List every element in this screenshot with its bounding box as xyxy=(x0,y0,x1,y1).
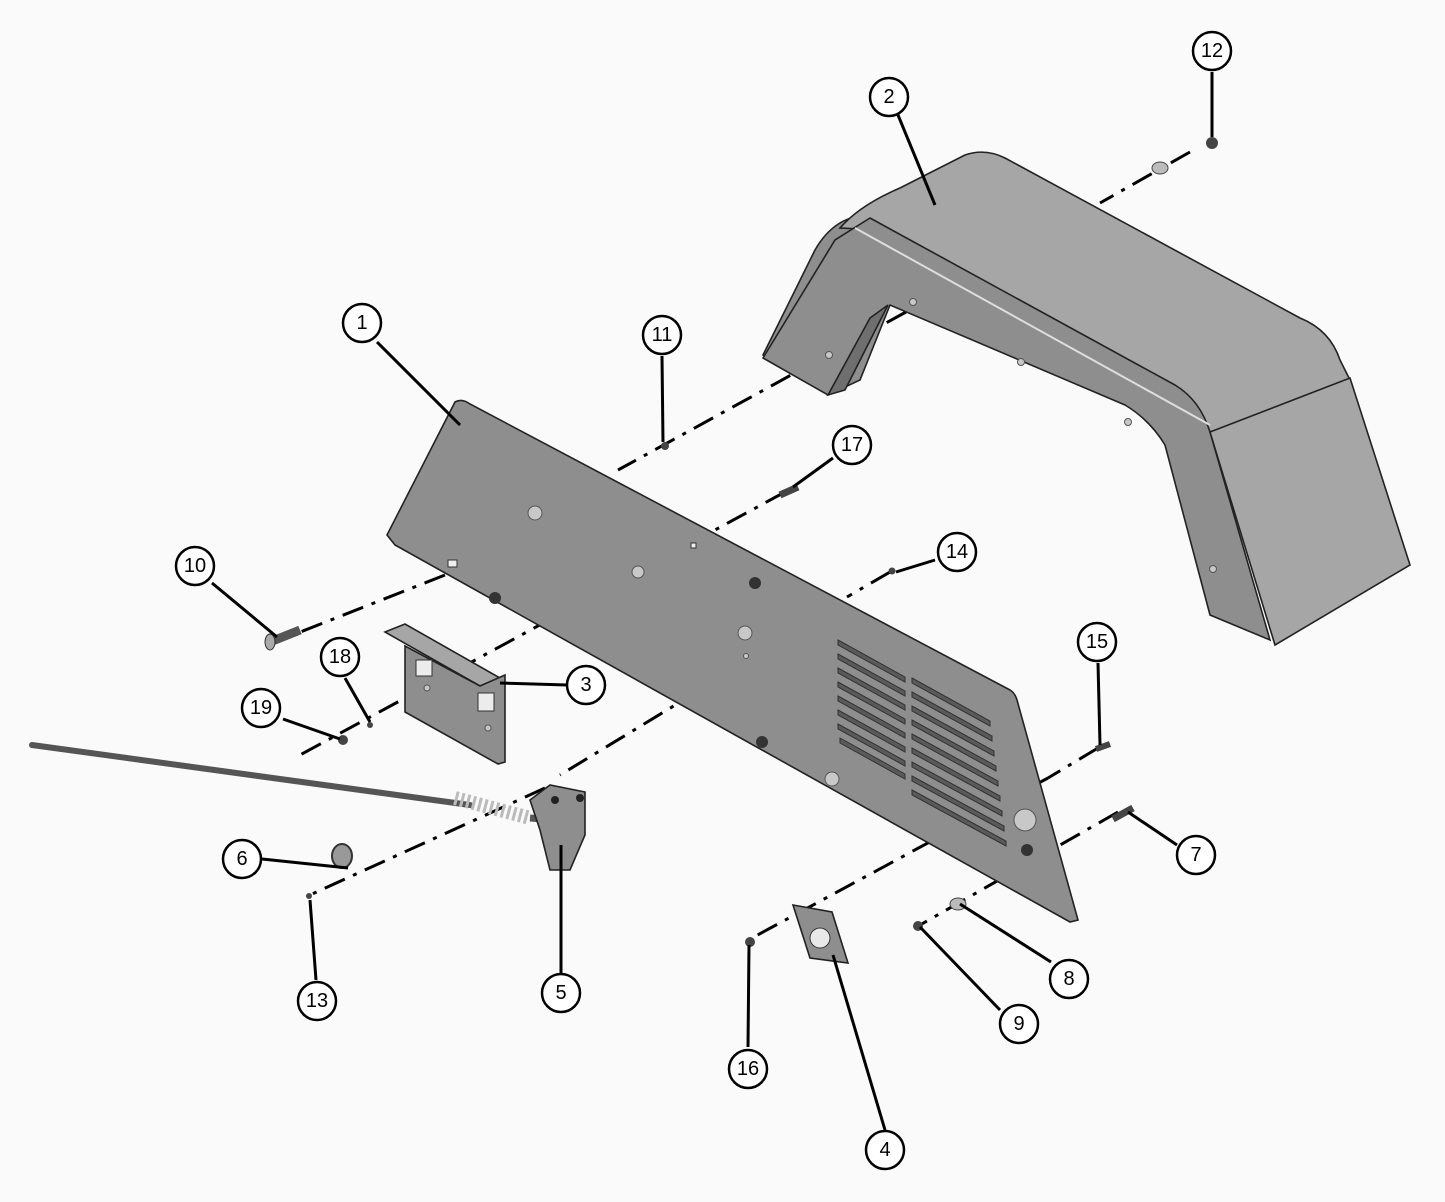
callout-10-label: 10 xyxy=(184,555,206,577)
callout-14: 14 xyxy=(936,531,978,573)
callout-8-label: 8 xyxy=(1063,968,1074,990)
callout-4-label: 4 xyxy=(879,1139,890,1161)
callout-6: 6 xyxy=(221,838,263,880)
arm-part xyxy=(529,784,586,871)
callout-18: 18 xyxy=(319,636,361,678)
callout-19: 19 xyxy=(240,687,282,729)
callout-5-label: 5 xyxy=(555,982,566,1004)
leader-lines xyxy=(211,72,1214,1131)
callout-9: 9 xyxy=(998,1003,1040,1045)
small-plate-part xyxy=(791,903,850,964)
callout-6-label: 6 xyxy=(236,848,247,870)
callout-12: 12 xyxy=(1191,30,1233,72)
callout-15: 15 xyxy=(1076,621,1118,663)
callout-9-label: 9 xyxy=(1013,1013,1024,1035)
callout-4: 4 xyxy=(864,1129,906,1171)
callout-17: 17 xyxy=(831,424,873,466)
callout-14-label: 14 xyxy=(946,541,968,563)
bracket-part xyxy=(383,623,506,765)
callout-7: 7 xyxy=(1175,834,1217,876)
callout-3: 3 xyxy=(565,664,607,706)
callout-7-label: 7 xyxy=(1190,844,1201,866)
callout-13-label: 13 xyxy=(306,990,328,1012)
callout-16: 16 xyxy=(727,1048,769,1090)
callout-5: 5 xyxy=(540,972,582,1014)
callout-15-label: 15 xyxy=(1086,631,1108,653)
callout-2: 2 xyxy=(868,76,910,118)
callout-11: 11 xyxy=(641,314,683,356)
callout-3-label: 3 xyxy=(580,674,591,696)
callout-1-label: 1 xyxy=(356,312,367,334)
callout-2-label: 2 xyxy=(883,86,894,108)
callout-10: 10 xyxy=(174,545,216,587)
callout-8: 8 xyxy=(1048,958,1090,1000)
vent-grille xyxy=(837,639,1007,847)
callout-17-label: 17 xyxy=(841,434,863,456)
callout-16-label: 16 xyxy=(737,1058,759,1080)
callout-13: 13 xyxy=(296,980,338,1022)
fasteners xyxy=(264,137,1218,947)
panel-part xyxy=(386,399,1079,923)
callout-11-label: 11 xyxy=(652,324,673,346)
callout-19-label: 19 xyxy=(250,697,272,719)
callout-1: 1 xyxy=(341,302,383,344)
callout-12-label: 12 xyxy=(1201,40,1223,62)
callout-18-label: 18 xyxy=(329,646,351,668)
fender-part xyxy=(761,151,1411,647)
